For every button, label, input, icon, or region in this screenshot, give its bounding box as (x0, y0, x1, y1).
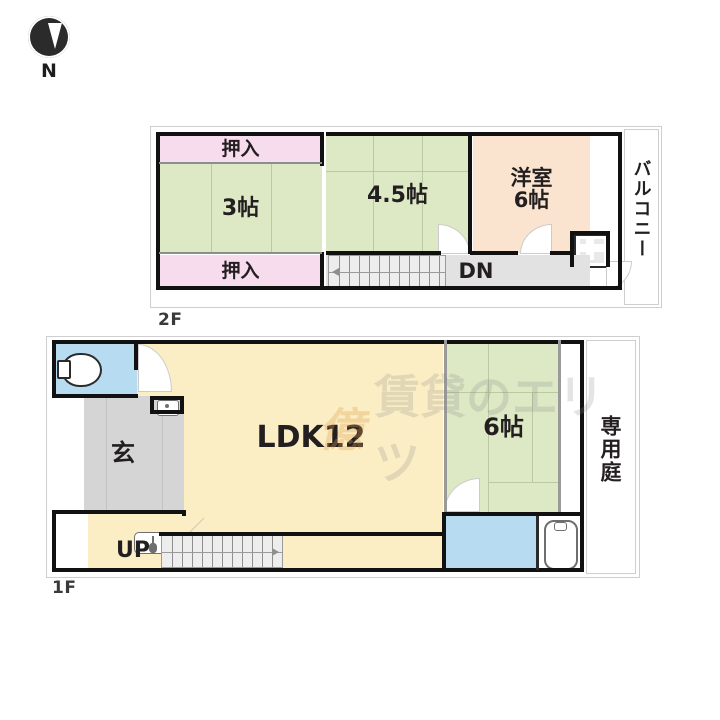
floor-label-1f: 1F (52, 578, 77, 598)
wall (326, 251, 441, 255)
compass-north-label: N (41, 60, 57, 82)
room-washroom (446, 516, 538, 570)
wall (470, 251, 518, 255)
wall (52, 340, 138, 344)
wall (558, 340, 561, 516)
wall (570, 231, 610, 235)
wall (606, 231, 610, 267)
wall (156, 132, 323, 136)
wall (150, 396, 184, 400)
toilet-icon (62, 353, 102, 387)
stairs-dn (328, 255, 446, 288)
floor-plan-2f: 押入 3帖 押入 4.5帖 洋室 6帖 (150, 126, 662, 308)
floor-label-2f: 2F (158, 310, 183, 330)
wall (138, 340, 448, 344)
compass: N (22, 16, 82, 92)
room-private-garden (586, 340, 636, 574)
wall (52, 394, 138, 398)
wall (472, 132, 622, 136)
wall (52, 510, 56, 572)
room-oshiire-bottom (159, 255, 322, 288)
wall (159, 252, 322, 254)
wall (444, 340, 584, 344)
toilet-tank-icon (57, 360, 71, 379)
wall (156, 132, 160, 290)
room-balcony (624, 129, 659, 305)
wall (444, 512, 584, 516)
wall (444, 340, 447, 512)
wall (536, 516, 539, 570)
wall (150, 410, 184, 414)
wall (150, 396, 154, 414)
wall (180, 396, 184, 414)
wall (618, 132, 622, 290)
floor-plan-1f: LDK12 玄 6帖 専用庭 (46, 336, 640, 578)
wall (52, 510, 186, 514)
wall (580, 340, 584, 572)
wall (52, 568, 584, 572)
wall (320, 132, 324, 166)
wall (156, 286, 622, 290)
wall (442, 512, 446, 572)
north-arrow-icon (28, 16, 70, 58)
wall (468, 132, 472, 254)
wall (134, 340, 138, 370)
wall (326, 132, 472, 136)
wall (550, 251, 574, 255)
wall (159, 532, 443, 536)
wall (570, 231, 574, 267)
room-3jo (159, 164, 322, 253)
wall (182, 510, 186, 516)
stairs-up (161, 534, 283, 568)
room-oshiire-top (159, 135, 322, 164)
wall (159, 162, 322, 164)
wall (320, 252, 324, 290)
wall (52, 340, 56, 398)
